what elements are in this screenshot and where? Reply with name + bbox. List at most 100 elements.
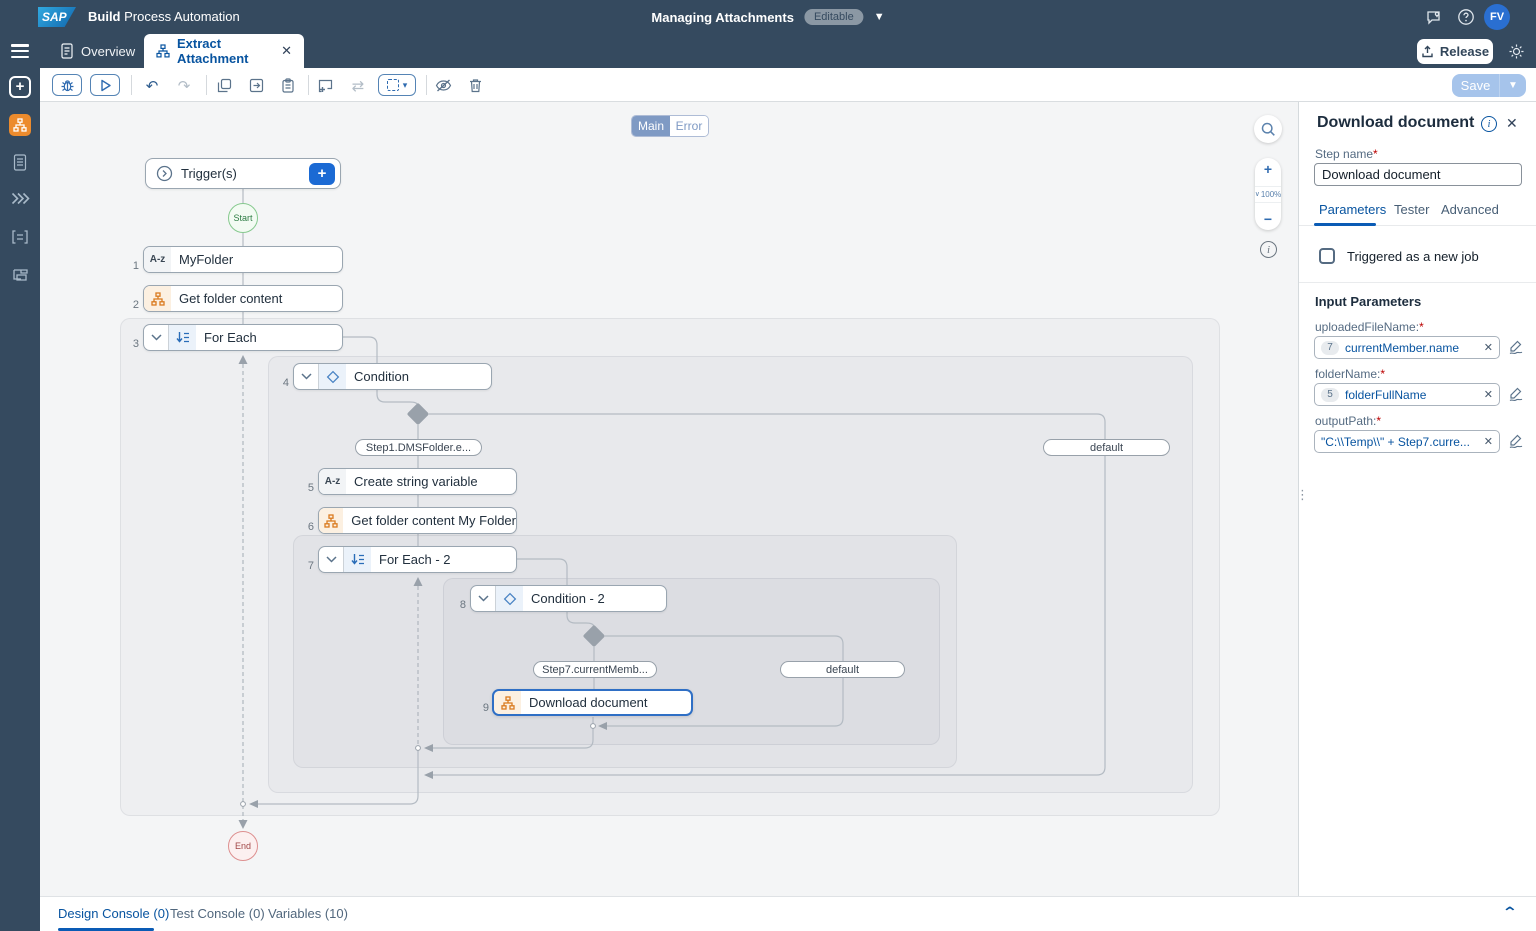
edit-expression-icon[interactable] (1508, 339, 1525, 356)
view-error-segment[interactable]: Error (670, 116, 708, 136)
document-title: Managing Attachments (651, 9, 794, 25)
step-myfolder[interactable]: 1 A-z MyFolder (133, 246, 343, 273)
step-get-folder-content-my-folder[interactable]: 6 Get folder content My Folder (308, 507, 517, 534)
close-panel-icon[interactable]: ✕ (1506, 115, 1518, 131)
collapse-chevron-icon[interactable] (294, 364, 319, 389)
foldername-label: folderName:* (1315, 367, 1386, 381)
zoom-in-button[interactable]: + (1263, 161, 1273, 177)
uploadedfilename-field[interactable]: 7 currentMember.name ✕ (1314, 336, 1500, 359)
add-trigger-button[interactable]: + (309, 162, 335, 185)
step-condition[interactable]: 4 Condition (283, 363, 492, 390)
canvas-search-button[interactable] (1254, 115, 1282, 143)
step-name-label: Step name* (1315, 147, 1378, 161)
foldername-field[interactable]: 5 folderFullName ✕ (1314, 383, 1500, 406)
clear-value-icon[interactable]: ✕ (1483, 342, 1493, 354)
clear-value-icon[interactable]: ✕ (1483, 436, 1493, 448)
panel-resize-handle[interactable]: ⋮ (1296, 487, 1309, 502)
save-options-chevron-icon[interactable]: ▼ (1508, 80, 1518, 91)
toolbar-separator (206, 75, 207, 95)
editable-badge: Editable (803, 9, 864, 25)
step-number: 9 (482, 702, 489, 714)
add-container-icon[interactable] (316, 77, 334, 94)
outline-structure-icon[interactable] (12, 268, 28, 282)
step-for-each[interactable]: 3 For Each (133, 324, 343, 351)
documentation-icon[interactable] (13, 154, 28, 171)
condition-branch-label[interactable]: Step1.DMSFolder.e... (355, 439, 482, 456)
collapse-chevron-icon[interactable] (471, 586, 496, 611)
product-name-bold: Build (88, 9, 121, 24)
tab-test-console[interactable]: Test Console (0) (170, 906, 265, 921)
test-run-button[interactable] (90, 74, 120, 96)
view-main-segment[interactable]: Main (632, 116, 670, 136)
add-artifact-icon[interactable]: + (9, 76, 31, 98)
canvas-info-button[interactable]: i (1260, 241, 1277, 258)
triggered-as-new-job-checkbox[interactable] (1319, 248, 1335, 264)
chevron-down-icon: ∨ (1254, 191, 1260, 198)
paste-icon[interactable] (279, 77, 297, 94)
edit-expression-icon[interactable] (1508, 433, 1525, 450)
release-button[interactable]: Release (1417, 39, 1493, 64)
step-get-folder-content[interactable]: 2 Get folder content (133, 285, 343, 312)
duplicate-icon[interactable] (247, 77, 265, 94)
zoom-out-button[interactable]: − (1263, 211, 1273, 227)
step-number: 4 (282, 377, 289, 389)
tab-advanced[interactable]: Advanced (1441, 202, 1499, 217)
default-branch-label[interactable]: default (1043, 439, 1170, 456)
undo-icon[interactable]: ↶ (145, 77, 159, 95)
debug-button[interactable] (52, 74, 82, 96)
shell-header: SAP Build Process Automation Managing At… (0, 0, 1536, 34)
settings-gear-icon[interactable] (1508, 43, 1525, 60)
left-navigation-rail: + (0, 34, 40, 931)
tab-tester[interactable]: Tester (1394, 202, 1430, 217)
expand-panel-icon[interactable] (11, 192, 30, 205)
redo-icon[interactable]: ↷ (177, 77, 191, 95)
condition-2-branch-label[interactable]: Step7.currentMemb... (533, 661, 657, 678)
menu-hamburger-icon[interactable] (11, 44, 29, 58)
triggers-node[interactable]: Trigger(s) + (145, 158, 341, 189)
outputpath-field[interactable]: "C:\\Temp\\" + Step7.curre... ✕ (1314, 430, 1500, 453)
step-number: 6 (307, 521, 314, 533)
start-node[interactable]: Start (228, 203, 258, 233)
chevron-down-icon[interactable]: ▼ (873, 11, 885, 23)
user-avatar[interactable]: FV (1484, 4, 1510, 30)
delete-trash-icon[interactable] (466, 77, 484, 94)
step-number: 5 (307, 482, 314, 494)
collapse-console-chevron-icon[interactable]: ⌃ (1501, 904, 1519, 920)
tab-overview[interactable]: Overview (60, 34, 135, 68)
process-artifact-icon[interactable] (9, 114, 31, 136)
swap-arrows-icon[interactable]: ⇄ (351, 77, 365, 95)
tab-variables[interactable]: Variables (10) (268, 906, 348, 921)
hide-eye-icon[interactable] (434, 77, 452, 94)
step-name-input[interactable] (1314, 163, 1522, 186)
end-node[interactable]: End (228, 831, 258, 861)
collapse-chevron-icon[interactable] (319, 547, 344, 572)
save-split-button: Save ▼ (1452, 74, 1526, 97)
edit-expression-icon[interactable] (1508, 386, 1525, 403)
selection-tool-button[interactable]: ▾ (378, 74, 416, 96)
info-icon[interactable]: i (1481, 116, 1497, 132)
automation-step-icon (144, 286, 171, 311)
step-condition-2[interactable]: 8 Condition - 2 (460, 585, 667, 612)
close-tab-icon[interactable]: ✕ (281, 43, 292, 58)
step-label: Get folder content (179, 291, 283, 306)
help-icon[interactable] (1456, 7, 1476, 27)
clear-value-icon[interactable]: ✕ (1483, 389, 1493, 401)
sap-logo[interactable]: SAP (38, 7, 76, 27)
tab-parameters[interactable]: Parameters (1319, 202, 1387, 217)
process-editor-toolbar: ↶ ↷ ⇄ ▾ Save ▼ (40, 68, 1536, 102)
zoom-level[interactable]: ∨100% (1254, 185, 1281, 203)
save-button[interactable]: Save (1452, 74, 1500, 97)
process-flow-canvas[interactable]: Trigger(s) + Start End 1 A-z MyFolder 2 … (40, 102, 1298, 896)
feedback-icon[interactable] (1424, 7, 1444, 27)
step-label: Get folder content My Folder (351, 513, 516, 528)
collapse-chevron-icon[interactable] (144, 325, 169, 350)
tab-extract-attachment[interactable]: Extract Attachment ✕ (144, 34, 304, 68)
document-title-group: Managing Attachments Editable ▼ (651, 0, 885, 34)
console-log-icon[interactable] (12, 230, 29, 244)
tab-design-console[interactable]: Design Console (0) (58, 906, 170, 921)
default-2-branch-label[interactable]: default (780, 661, 905, 678)
step-create-string-variable[interactable]: 5 A-z Create string variable (308, 468, 517, 495)
step-download-document[interactable]: 9 Download document (483, 689, 693, 716)
step-for-each-2[interactable]: 7 For Each - 2 (308, 546, 517, 573)
copy-icon[interactable] (215, 77, 233, 94)
